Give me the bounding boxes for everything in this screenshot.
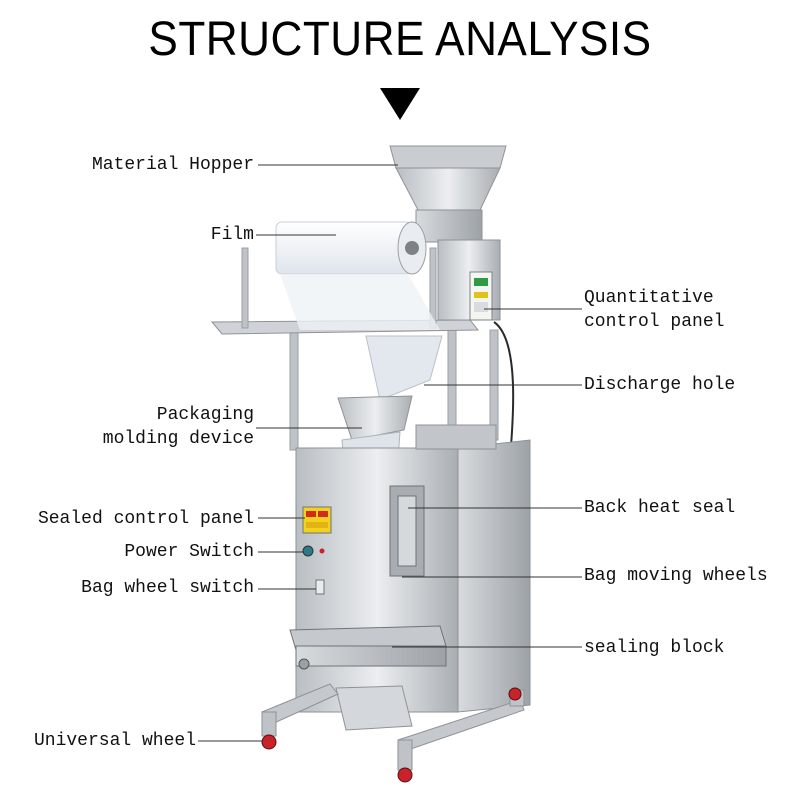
label-packaging-1: Packaging — [156, 405, 254, 425]
label-discharge-hole: Discharge hole — [584, 375, 736, 395]
leader-lines — [198, 164, 582, 742]
indicator-light — [319, 548, 325, 554]
power-switch-icon — [302, 545, 314, 557]
label-quantitative-1: Quantitative — [584, 288, 714, 308]
sealing-block-part — [289, 625, 447, 670]
universal-wheel-part — [261, 687, 522, 783]
sealed-control-panel — [302, 506, 332, 534]
label-power-switch: Power Switch — [124, 542, 254, 562]
label-film: Film — [210, 225, 254, 245]
back-heat-seal-part — [389, 485, 425, 577]
quantitative-control-panel — [469, 271, 493, 321]
output-chute — [335, 685, 413, 731]
label-material-hopper: Material Hopper — [91, 155, 254, 175]
label-sealing-block: sealing block — [584, 638, 725, 658]
label-universal-wheel: Universal wheel — [33, 731, 196, 751]
film-roll-part — [275, 221, 440, 330]
label-packaging-2: molding device — [102, 429, 254, 449]
label-back-heat-seal: Back heat seal — [584, 498, 736, 518]
label-sealed-control-panel: Sealed control panel — [37, 509, 254, 529]
material-hopper-part — [389, 145, 507, 243]
page-title: STRUCTURE ANALYSIS — [148, 13, 652, 66]
bag-wheel-switch-icon — [315, 579, 325, 595]
label-quantitative-2: control panel — [584, 312, 725, 332]
down-arrow-icon — [380, 88, 420, 120]
label-bag-wheel-switch: Bag wheel switch — [81, 578, 254, 598]
label-bag-moving-wheels: Bag moving wheels — [584, 566, 768, 586]
